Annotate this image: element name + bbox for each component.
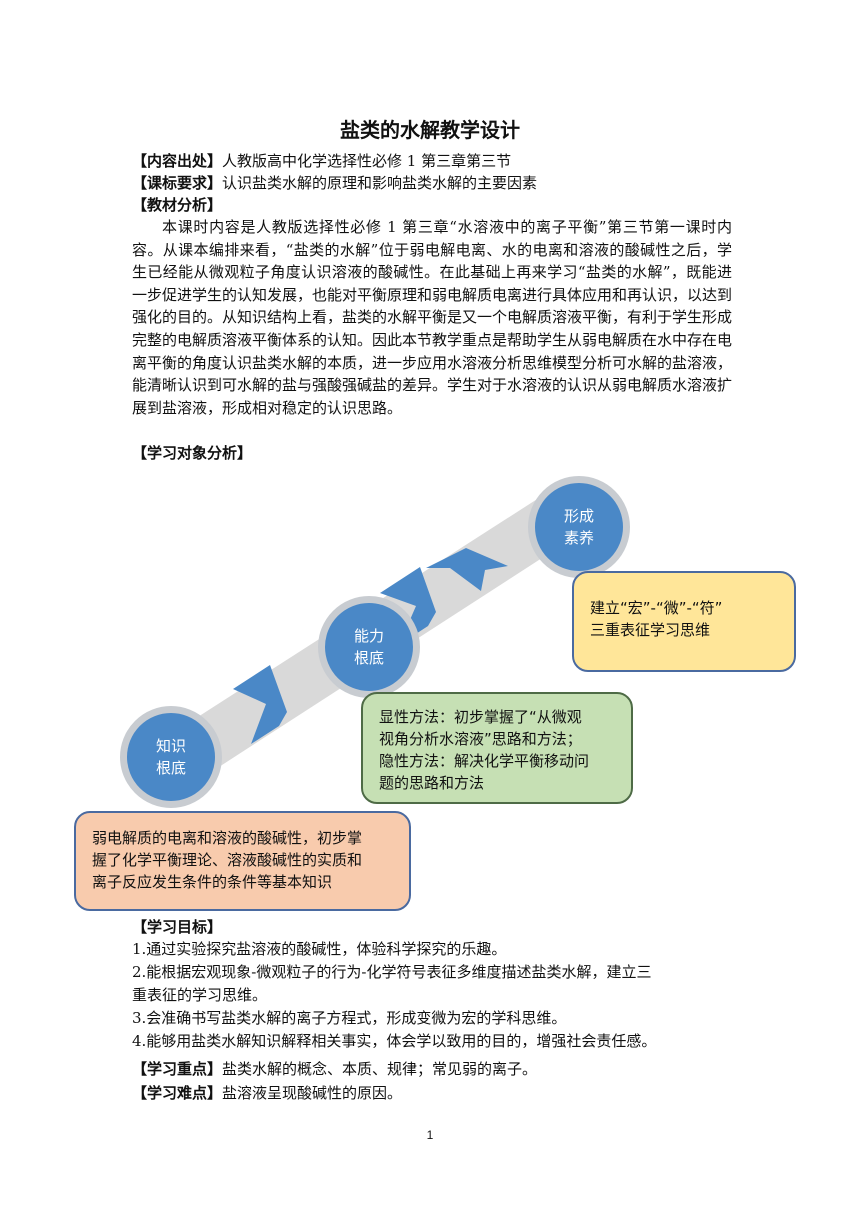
- standard-text: 认识盐类水解的原理和影响盐类水解的主要因素: [222, 174, 538, 192]
- box-literacy-line1: 建立“宏”-“微”-“符”: [590, 599, 723, 617]
- box-ability-line1: 显性方法：初步掌握了“从微观: [379, 708, 582, 726]
- textbook-label: 【教材分析】: [132, 196, 223, 214]
- standard-label: 【课标要求】: [132, 174, 223, 192]
- box-ability: 显性方法：初步掌握了“从微观 视角分析水溶液”思路和方法； 隐性方法：解决化学平…: [361, 692, 633, 804]
- box-ability-line2: 视角分析水溶液”思路和方法；: [379, 730, 582, 748]
- box-literacy: 建立“宏”-“微”-“符” 三重表征学习思维: [572, 571, 796, 672]
- box-knowledge: 弱电解质的电离和溶液的酸碱性，初步掌 握了化学平衡理论、溶液酸碱性的实质和 离子…: [74, 811, 411, 911]
- goal-item-2-cont: 重表征的学习思维。: [132, 986, 268, 1004]
- source-label: 【内容出处】: [132, 152, 223, 170]
- circle-ability-line1: 能力: [353, 627, 384, 645]
- box-literacy-line2: 三重表征学习思维: [590, 621, 711, 639]
- source-line: 【内容出处】人教版高中化学选择性必修 1 第三章第三节: [132, 150, 511, 172]
- goal-item-3: 3.会准确书写盐类水解的离子方程式，形成变微为宏的学科思维。: [132, 1009, 567, 1027]
- keypoint-label: 【学习重点】: [132, 1060, 223, 1078]
- textbook-paragraph: 本课时内容是人教版选择性必修 1 第三章“水溶液中的离子平衡”第三节第一课时内容…: [132, 218, 733, 417]
- circle-knowledge-line2: 根底: [155, 759, 186, 777]
- circle-ability-line2: 根底: [353, 649, 384, 667]
- goals-label: 【学习目标】: [132, 918, 223, 936]
- box-knowledge-line2: 握了化学平衡理论、溶液酸碱性的实质和: [92, 851, 363, 869]
- learner-diagram: 知识根底 能力根底 形成素养 建立“宏”-“微”-“符” 三重表征学习思维 显性…: [0, 460, 860, 920]
- circle-knowledge-line1: 知识: [155, 737, 186, 755]
- goal-item-4: 4.能够用盐类水解知识解释相关事实，体会学以致用的目的，增强社会责任感。: [132, 1032, 657, 1050]
- learner-label: 【学习对象分析】: [132, 444, 253, 462]
- difficulty-label: 【学习难点】: [132, 1084, 223, 1102]
- goal-item-1: 1.通过实验探究盐溶液的酸碱性，体验科学探究的乐趣。: [132, 940, 507, 958]
- document-title: 盐类的水解教学设计: [340, 118, 520, 142]
- goal-item-2: 2.能根据宏观现象-微观粒子的行为-化学符号表征多维度描述盐类水解，建立三: [132, 963, 652, 981]
- standard-line: 【课标要求】认识盐类水解的原理和影响盐类水解的主要因素: [132, 172, 537, 194]
- circle-knowledge: 知识根底: [120, 706, 222, 808]
- circle-ability: 能力根底: [318, 596, 420, 698]
- circle-literacy: 形成素养: [528, 476, 630, 578]
- textbook-analysis: 本课时内容是人教版选择性必修 1 第三章“水溶液中的离子平衡”第三节第一课时内容…: [132, 216, 732, 419]
- circle-literacy-line2: 素养: [563, 529, 594, 547]
- page-number: 1: [426, 1128, 434, 1142]
- difficulty-line: 【学习难点】盐溶液呈现酸碱性的原因。: [132, 1082, 402, 1104]
- circle-literacy-line1: 形成: [563, 507, 594, 525]
- box-knowledge-line1: 弱电解质的电离和溶液的酸碱性，初步掌: [92, 829, 363, 847]
- box-ability-line4: 题的思路和方法: [379, 774, 485, 792]
- box-knowledge-line3: 离子反应发生条件的条件等基本知识: [92, 873, 333, 891]
- chevron-arrow-3: [426, 548, 508, 591]
- chevron-arrow-1: [233, 665, 287, 744]
- source-text: 人教版高中化学选择性必修 1 第三章第三节: [222, 152, 512, 170]
- keypoint-text: 盐类水解的概念、本质、规律；常见弱的离子。: [222, 1060, 538, 1078]
- chevron-arrow-2: [380, 567, 436, 645]
- keypoint-line: 【学习重点】盐类水解的概念、本质、规律；常见弱的离子。: [132, 1058, 537, 1080]
- difficulty-text: 盐溶液呈现酸碱性的原因。: [222, 1084, 403, 1102]
- box-ability-line3: 隐性方法：解决化学平衡移动问: [379, 752, 590, 770]
